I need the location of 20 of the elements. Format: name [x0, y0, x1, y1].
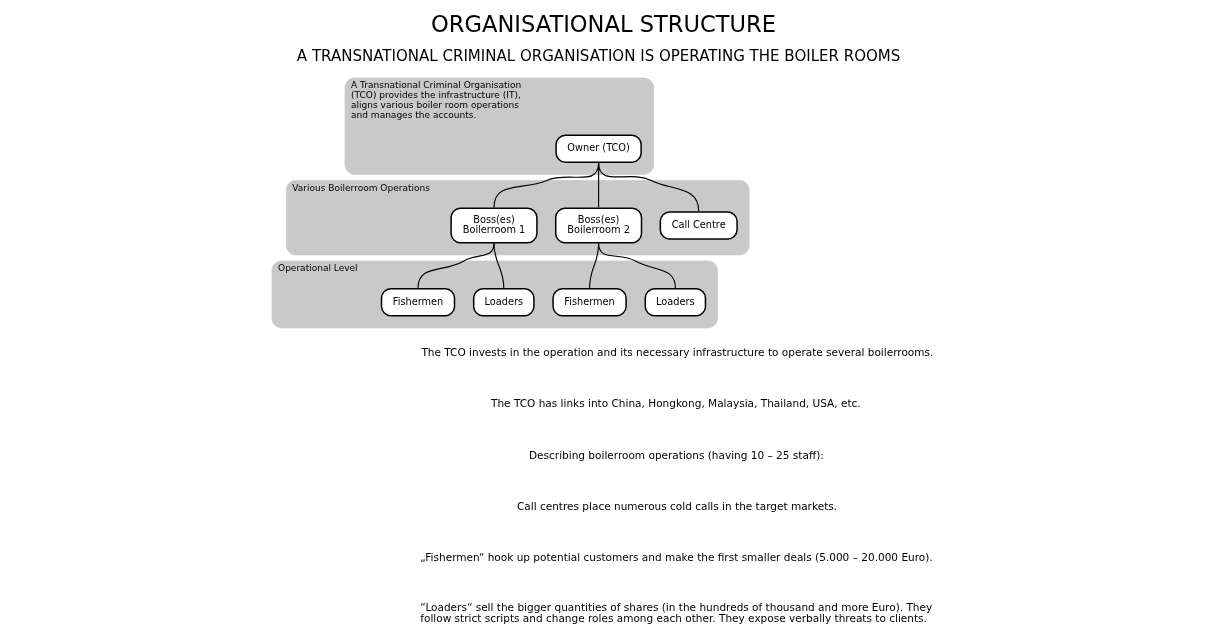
node-box: Boss(es) Boilerroom 2 [554, 207, 642, 244]
label: “Loaders“ sell the bigger quantities of shares (in the hundreds of thousand and more Euro). They follow strict scripts and change roles among each other. They expose verbally threats to clients. [419, 600, 932, 625]
connector [597, 162, 699, 212]
label: Describing boilerroom operations (having 10 – 25 staff): [528, 448, 824, 461]
label: A TRANSNATIONAL CRIMINAL ORGANISATION IS OPERATING THE BOILER ROOMS [296, 46, 900, 65]
label: The TCO has links into China, Hongkong, Malaysia, Thailand, USA, etc. [490, 397, 861, 410]
label: The TCO invests in the operation and its necessary infrastructure to operate several boilerrooms. [420, 346, 933, 359]
connector [492, 243, 504, 289]
node-box: Boss(es) Boilerroom 1 [449, 207, 538, 244]
node-box: Fishermen [380, 288, 455, 317]
connector [597, 243, 676, 289]
diagram-title: ORGANISATIONAL STRUCTURE [430, 11, 776, 38]
node-box: Call Centre [659, 211, 738, 240]
node-box: Loaders [644, 288, 706, 317]
label: „Fishermen“ hook up potential customers and make the first smaller deals (5.000 – 20.000 Euro). [419, 550, 933, 563]
node-box: Owner (TCO) [554, 134, 642, 164]
connector [416, 243, 495, 289]
node-box: Loaders [472, 288, 535, 317]
label: Call centres place numerous cold calls in the target markets. [516, 499, 837, 512]
node-box: Fishermen [551, 288, 627, 317]
